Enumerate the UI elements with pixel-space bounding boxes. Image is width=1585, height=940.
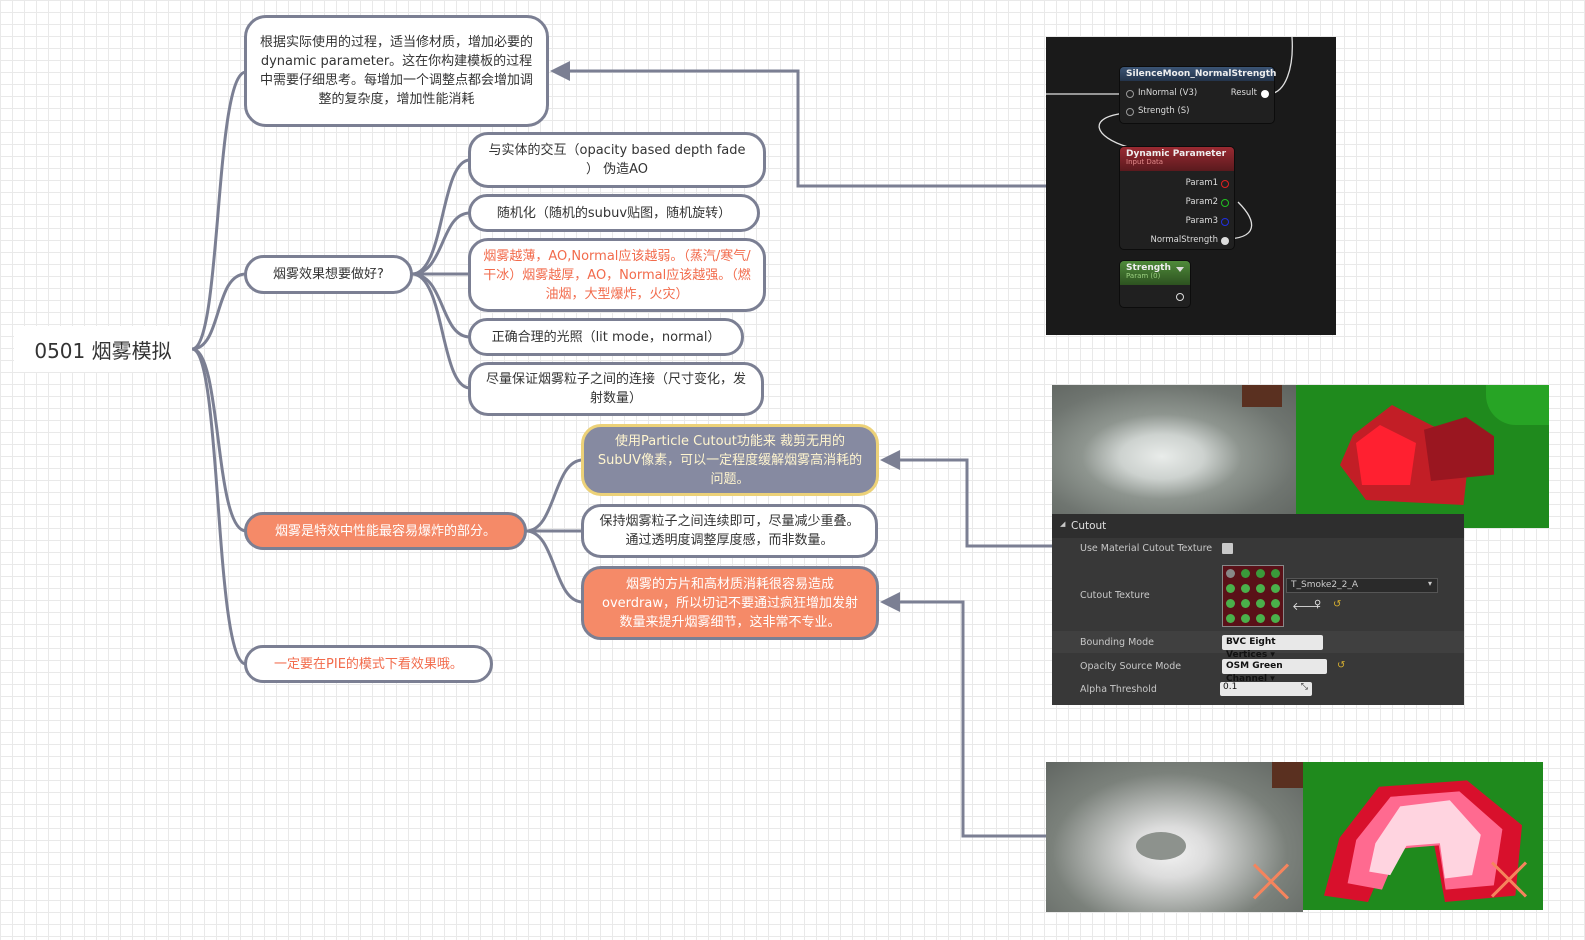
pin-icon bbox=[1221, 180, 1229, 188]
pin-icon bbox=[1261, 90, 1269, 98]
node-text: 保持烟雾粒子之间连续即可，尽量减少重叠。通过透明度调整厚度感，而非数量。 bbox=[599, 514, 860, 548]
node-text: 烟雾越薄，AO,Normal应该越弱。（蒸汽/寒气/干冰）烟雾越厚，AO，Nor… bbox=[483, 248, 751, 302]
opacity-source-row: Opacity Source Mode OSM Green Channel ▾ … bbox=[1052, 655, 1464, 684]
property-label: Bounding Mode bbox=[1080, 637, 1154, 648]
opacity-source-select[interactable]: OSM Green Channel ▾ bbox=[1222, 659, 1327, 684]
browse-search-icon[interactable]: ⚲ bbox=[1314, 599, 1322, 610]
node-text: 使用Particle Cutout功能来 裁剪无用的SubUV像素，可以一定程度… bbox=[597, 433, 863, 487]
function-node-title: SilenceMoon_NormalStrength bbox=[1120, 67, 1276, 81]
node-dynamic-parameter-note[interactable]: 根据实际使用的过程，适当修材质，增加必要的dynamic parameter。这… bbox=[244, 15, 549, 127]
node-text: 一定要在PIE的模式下看效果哦。 bbox=[274, 656, 463, 672]
cutout-texture-row: Cutout Texture T_Smoke2_2_A ▾ 🡐 ⚲ ↺ bbox=[1052, 562, 1464, 628]
smoke-viewport-image bbox=[1052, 385, 1296, 515]
node-cutout[interactable]: 使用Particle Cutout功能来 裁剪无用的SubUV像素，可以一定程度… bbox=[581, 424, 879, 496]
property-label: Cutout Texture bbox=[1080, 590, 1150, 601]
use-material-checkbox[interactable] bbox=[1222, 543, 1233, 554]
node-text: 随机化（随机的subuv贴图，随机旋转） bbox=[496, 205, 732, 221]
bounding-mode-row: Bounding Mode BVC Eight Vertices ▾ bbox=[1052, 631, 1464, 660]
pin-label: Param3 bbox=[1185, 216, 1218, 226]
node-text: 根据实际使用的过程，适当修材质，增加必要的dynamic parameter。这… bbox=[259, 35, 533, 107]
node-text: 与实体的交互（opacity based depth fade ） 伪造AO bbox=[488, 143, 746, 177]
node-overdraw[interactable]: 烟雾的方片和高材质消耗很容易造成overdraw，所以切记不要通过疯狂增加发射数… bbox=[581, 566, 879, 640]
node-smoke-quality[interactable]: 烟雾效果想要做好? bbox=[244, 255, 413, 294]
section-title: Cutout bbox=[1071, 520, 1107, 532]
alpha-threshold-row: Alpha Threshold 0.1 ⤡ bbox=[1052, 678, 1464, 700]
node-text: 烟雾是特效中性能最容易爆炸的部分。 bbox=[274, 523, 496, 539]
shader-complexity-image bbox=[1296, 385, 1549, 528]
reset-icon[interactable]: ↺ bbox=[1333, 599, 1342, 610]
pin-icon bbox=[1126, 108, 1134, 116]
property-label: Opacity Source Mode bbox=[1080, 661, 1182, 672]
overdraw-complexity-image bbox=[1303, 762, 1543, 910]
pin-icon bbox=[1221, 218, 1229, 226]
overdraw-smoke-image bbox=[1046, 762, 1303, 912]
function-node[interactable]: SilenceMoon_NormalStrength InNormal (V3)… bbox=[1120, 67, 1276, 123]
cross-mark-icon bbox=[1251, 862, 1291, 902]
reset-icon[interactable]: ↺ bbox=[1337, 660, 1346, 671]
property-label: Alpha Threshold bbox=[1080, 684, 1157, 695]
use-selected-arrow-icon[interactable]: 🡐 bbox=[1292, 600, 1322, 613]
node-lighting[interactable]: 正确合理的光照（lit mode，normal） bbox=[468, 318, 744, 356]
node-continuity[interactable]: 尽量保证烟雾粒子之间的连接（尺寸变化，发射数量） bbox=[468, 362, 764, 416]
pin-icon bbox=[1176, 293, 1184, 301]
dynamic-parameter-title: Dynamic Parameter Input Data bbox=[1120, 147, 1234, 171]
use-material-row: Use Material Cutout Texture bbox=[1052, 538, 1464, 560]
drag-handle-icon[interactable]: ⤡ bbox=[1300, 682, 1308, 692]
node-performance[interactable]: 烟雾是特效中性能最容易爆炸的部分。 bbox=[244, 512, 527, 550]
node-text: 烟雾效果想要做好? bbox=[273, 267, 384, 282]
cutout-section-header[interactable]: ◢ Cutout bbox=[1052, 514, 1464, 538]
pin-label: NormalStrength bbox=[1150, 235, 1218, 245]
texture-select[interactable]: T_Smoke2_2_A ▾ bbox=[1286, 578, 1438, 593]
pin-icon bbox=[1221, 199, 1229, 207]
material-graph-image: SilenceMoon_NormalStrength InNormal (V3)… bbox=[1046, 37, 1336, 335]
cutout-properties-panel: ◢ Cutout Use Material Cutout Texture Cut… bbox=[1052, 514, 1464, 705]
pin-label: Param2 bbox=[1185, 197, 1218, 207]
node-pie[interactable]: 一定要在PIE的模式下看效果哦。 bbox=[244, 645, 493, 683]
pin-label: Strength (S) bbox=[1138, 106, 1190, 116]
texture-name: T_Smoke2_2_A bbox=[1291, 580, 1359, 590]
strength-node[interactable]: Strength Param (0) bbox=[1120, 261, 1190, 307]
root-topic-label: 0501 烟雾模拟 bbox=[34, 338, 172, 363]
node-randomize[interactable]: 随机化（随机的subuv贴图，随机旋转） bbox=[468, 194, 760, 232]
bounding-mode-select[interactable]: BVC Eight Vertices ▾ bbox=[1222, 635, 1323, 660]
collapse-arrow-icon[interactable] bbox=[1176, 267, 1184, 272]
collapse-triangle-icon: ◢ bbox=[1060, 520, 1066, 528]
node-interaction[interactable]: 与实体的交互（opacity based depth fade ） 伪造AO bbox=[468, 132, 766, 188]
node-text: 烟雾的方片和高材质消耗很容易造成overdraw，所以切记不要通过疯狂增加发射数… bbox=[602, 576, 858, 630]
pin-label: InNormal (V3) bbox=[1138, 88, 1198, 98]
texture-thumbnail[interactable] bbox=[1222, 565, 1284, 627]
pin-label: Result bbox=[1230, 88, 1257, 98]
node-keep-continuous[interactable]: 保持烟雾粒子之间连续即可，尽量减少重叠。通过透明度调整厚度感，而非数量。 bbox=[581, 504, 878, 558]
root-topic[interactable]: 0501 烟雾模拟 bbox=[14, 326, 192, 372]
node-thin-thick[interactable]: 烟雾越薄，AO,Normal应该越弱。（蒸汽/寒气/干冰）烟雾越厚，AO，Nor… bbox=[468, 238, 766, 312]
crate-shape bbox=[1242, 385, 1282, 407]
node-text: 正确合理的光照（lit mode，normal） bbox=[491, 329, 721, 345]
cross-mark-icon bbox=[1489, 860, 1529, 900]
pin-icon bbox=[1221, 237, 1229, 245]
pin-label: Param1 bbox=[1185, 178, 1218, 188]
strength-node-title: Strength Param (0) bbox=[1120, 261, 1190, 285]
dynamic-parameter-node[interactable]: Dynamic Parameter Input Data Param1 Para… bbox=[1120, 147, 1234, 249]
node-text: 尽量保证烟雾粒子之间的连接（尺寸变化，发射数量） bbox=[485, 372, 746, 406]
dropdown-arrow-icon: ▾ bbox=[1427, 579, 1432, 588]
property-label: Use Material Cutout Texture bbox=[1080, 543, 1213, 554]
alpha-threshold-input[interactable]: 0.1 ⤡ bbox=[1220, 682, 1312, 696]
pin-icon bbox=[1126, 90, 1134, 98]
